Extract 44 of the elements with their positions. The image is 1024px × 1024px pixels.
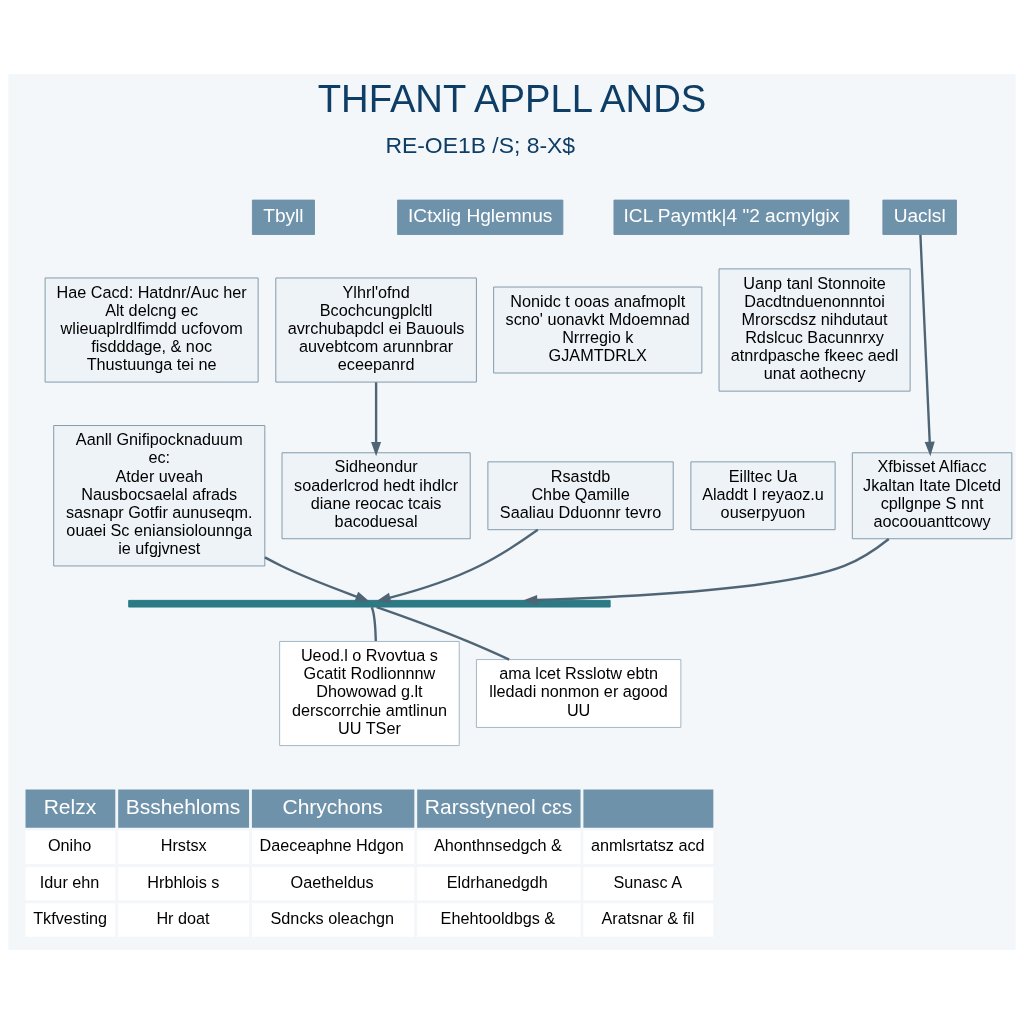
arrow bbox=[919, 234, 935, 457]
label: Sunasc A bbox=[613, 872, 683, 891]
node-bar bbox=[128, 599, 611, 608]
node-box: ama lcet Rsslotw ebtn lledadi nonmon er agood UU bbox=[475, 659, 682, 728]
node-box: Xfbisset Alfiacc Jkaltan Itate Dlcetd cpllgnpe S nnt aocoouanttcowy bbox=[851, 452, 1013, 540]
arrow bbox=[522, 538, 890, 606]
node-box: Aanll Gnifipocknaduum ec: Atder uveah Nausbocsaelal afrads sasnapr Gotfir aunuseqm. ouaei Sc eniansiolounnga ie ufgjvnest bbox=[53, 425, 266, 567]
node-box: Uanp tanl Stonnoite Dacdtnduenonnntoi Mrorscdsz nihdutaut Rdslcuc Bacunnrxy atnrdpasche fkeec aedl unat aothecny bbox=[718, 268, 911, 392]
label: anmlsrtatsz acd bbox=[591, 836, 705, 855]
node-box: Nonidc t ooas anafmoplt scno' uonavkt Mdoemnad Nrrregio k GJAMTDRLX bbox=[493, 286, 703, 374]
connector bbox=[376, 606, 510, 661]
label: Bsshehloms bbox=[125, 794, 241, 818]
label: Eldrhanedgdh bbox=[446, 872, 548, 891]
label: Oaetheldus bbox=[290, 872, 374, 891]
arrow bbox=[376, 528, 539, 603]
label: Sdncks oleachgn bbox=[270, 908, 395, 927]
node-box: ICL Paymtk|4 "2 acmylgix bbox=[613, 199, 850, 235]
label: Ahonthnsedgch & bbox=[433, 836, 562, 855]
node-box: Ueod.l o Rvovtua s Gcatit Rodlionnnw Dhowowad g.lt derscorrchie amtlinun UU TSer bbox=[279, 640, 460, 747]
node-box: Rsastdb Chbe Qamille Saaliau Dduonnr tevro bbox=[487, 461, 674, 531]
label: RE-OE1B /S; 8-X$ bbox=[385, 131, 576, 158]
label: Idur ehn bbox=[39, 872, 100, 891]
label: Hrbhlois s bbox=[147, 872, 220, 891]
node-box: Tbyll bbox=[251, 199, 315, 235]
diagram-title: THFANT APPLL ANDS bbox=[317, 77, 707, 121]
label: Ehehtooldbgs & bbox=[440, 908, 556, 927]
label: Tkfvesting bbox=[33, 908, 108, 927]
node-box: Eilltec Ua Aladdt I reyaoz.u ouserpyuon bbox=[690, 461, 836, 531]
label: Relzx bbox=[43, 794, 97, 818]
node-box: Hae Cacd: Hatdnr/Auc her Alt delcng ec wlieuaplrdlfimdd ucfovom fisdddage, & noc Thustuunga tei ne bbox=[44, 277, 259, 383]
arrow bbox=[371, 382, 382, 457]
label: Chrychons bbox=[282, 794, 383, 818]
node-box: ICtxlig Hglemnus bbox=[397, 199, 564, 235]
label: Hr doat bbox=[156, 908, 210, 927]
connector bbox=[370, 606, 377, 642]
node-box: Sidheondur soaderlcrod hedt ihdlcr diane reocac tcais bacoduesal bbox=[281, 452, 471, 540]
node-box: Uaclsl bbox=[882, 199, 957, 235]
node-box: Ylhrl'ofnd Bcochcungplcltl avrchubapdcl ei Bauouls auvebtcom arunnbrar eceepanrd bbox=[275, 277, 477, 383]
label: Aratsnar & fil bbox=[601, 908, 695, 927]
label: Oniho bbox=[47, 836, 92, 855]
label: Daeceaphne Hdgon bbox=[259, 836, 404, 855]
label: Rarsstyneol cɛs bbox=[424, 794, 573, 818]
label: Hrstsx bbox=[160, 836, 207, 855]
arrow bbox=[264, 556, 370, 602]
